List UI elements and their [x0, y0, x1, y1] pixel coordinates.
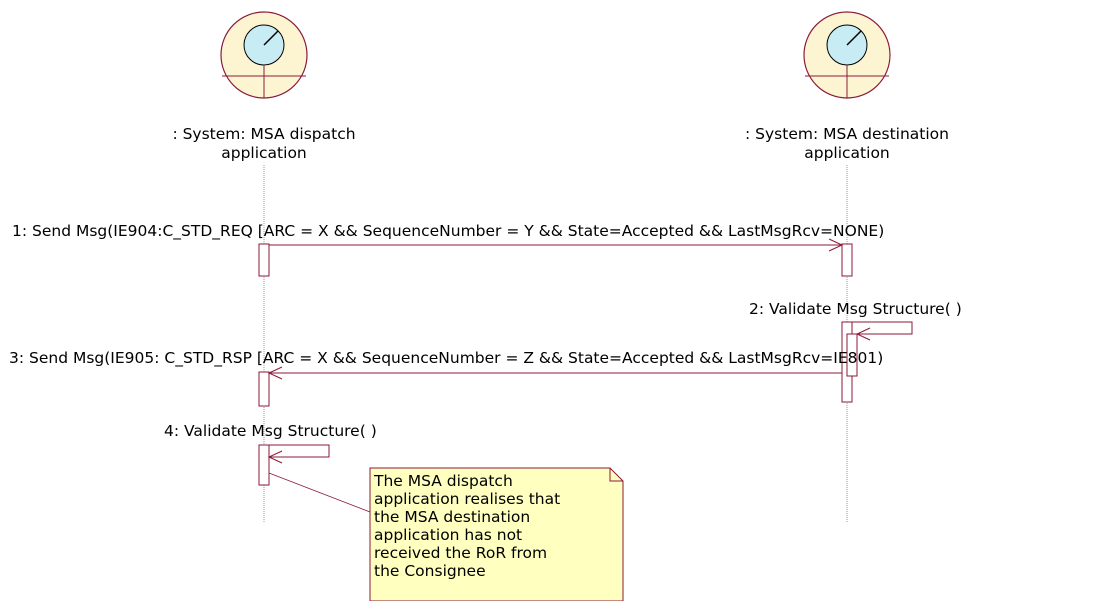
note-fold — [609, 468, 623, 482]
message-3-arrowhead — [267, 366, 283, 380]
message-1-arrowhead — [828, 238, 844, 252]
activation-destination-2b — [846, 333, 858, 377]
lifeline-label-dispatch-line1: : System: MSA dispatch — [172, 125, 355, 143]
note-line-6: the Consignee — [374, 562, 486, 580]
activation-destination-1 — [841, 243, 853, 277]
actor-icon-dispatch — [220, 11, 308, 99]
message-4-arrowhead — [267, 450, 283, 464]
note-line-4: application has not — [374, 526, 522, 544]
message-4-label: 4: Validate Msg Structure( ) — [164, 422, 377, 440]
note: The MSA dispatch application realises th… — [369, 467, 624, 601]
note-line-2: application realises that — [374, 490, 560, 508]
lifeline-label-destination-line1: : System: MSA destination — [745, 125, 949, 143]
note-line-5: received the RoR from — [374, 544, 547, 562]
note-line-1: The MSA dispatch — [373, 472, 513, 490]
message-3-label: 3: Send Msg(IE905: C_STD_RSP [ARC = X &&… — [9, 349, 883, 368]
message-2-arrow — [852, 321, 913, 335]
note-connector — [268, 472, 371, 513]
message-2-arrowhead — [855, 327, 871, 341]
lifeline-label-destination-line2: application — [804, 144, 890, 162]
activation-dispatch-1 — [258, 243, 270, 277]
message-4-arrow — [269, 444, 330, 458]
activation-dispatch-3 — [258, 444, 270, 486]
lifeline-label-dispatch-line2: application — [221, 144, 307, 162]
note-line-3: the MSA destination — [374, 508, 530, 526]
actor-icon-destination — [803, 11, 891, 99]
message-1-label: 1: Send Msg(IE904:C_STD_REQ [ARC = X && … — [12, 222, 884, 241]
activation-dispatch-2 — [258, 371, 270, 407]
message-2-label: 2: Validate Msg Structure( ) — [749, 300, 962, 318]
note-shape — [369, 467, 624, 601]
